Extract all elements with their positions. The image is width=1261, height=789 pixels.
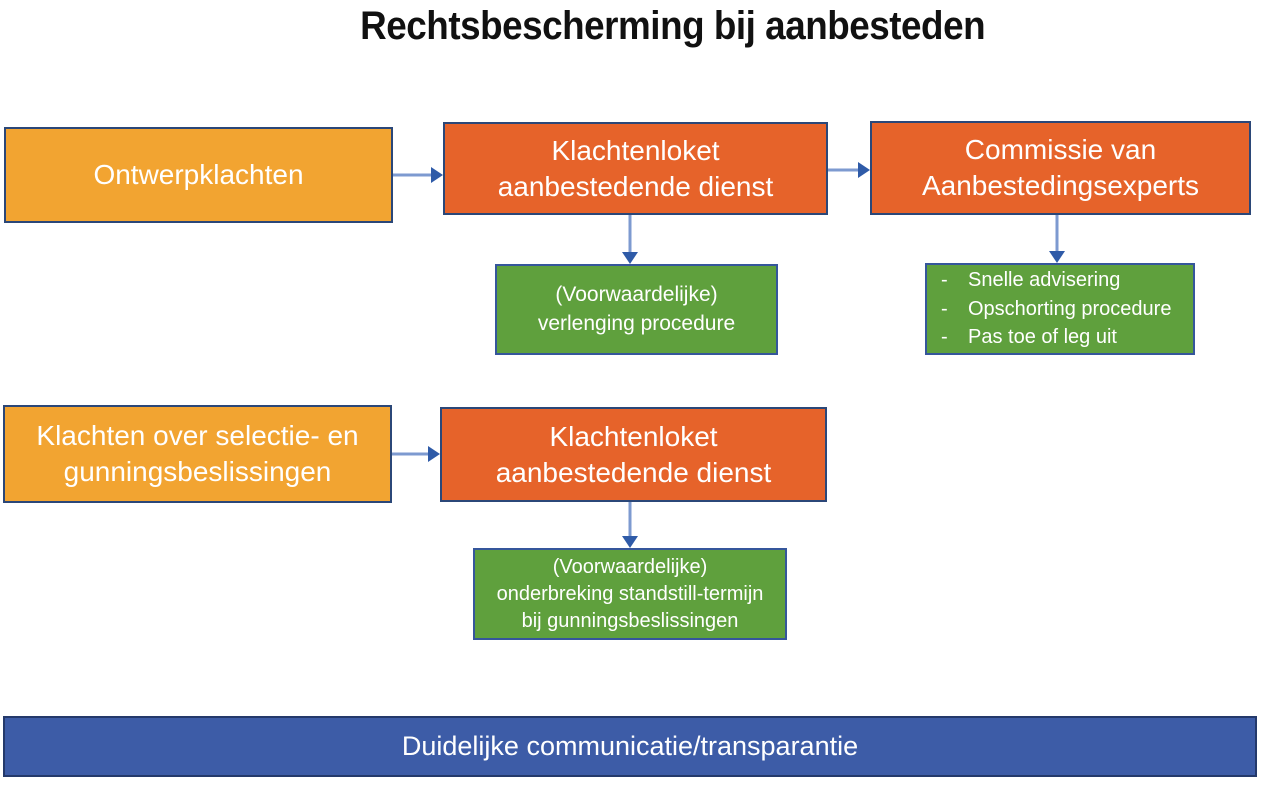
- arrow-ontwerpklachten-to-klachtenloket: [393, 167, 443, 183]
- box-onderbreking-standstill: (Voorwaardelijke) onderbreking standstil…: [473, 548, 787, 640]
- page-title: Rechtsbescherming bij aanbesteden: [84, 4, 1261, 49]
- arrow-line: [628, 502, 632, 538]
- box-label-line3: bij gunningsbeslissingen: [521, 609, 739, 632]
- arrow-klachtenloket2-to-onderbreking: [622, 502, 638, 548]
- box-klachtenloket-2: Klachtenloket aanbestedende dienst: [440, 407, 827, 502]
- list-item: - Snelle advisering: [941, 266, 1185, 294]
- arrow-klachtenloket-to-commissie: [828, 162, 870, 178]
- list-item-label: Snelle advisering: [968, 269, 1121, 292]
- list-item-label: Opschorting procedure: [968, 297, 1172, 320]
- arrow-line: [392, 452, 430, 456]
- box-commissie-van-aanbestedingsexperts: Commissie van Aanbestedingsexperts: [870, 121, 1251, 215]
- box-label-line1: (Voorwaardelijke): [555, 283, 718, 307]
- dash-bullet: -: [941, 326, 948, 349]
- box-label-line2: aanbestedende dienst: [497, 170, 774, 202]
- footer-label: Duidelijke communicatie/transparantie: [401, 731, 859, 761]
- box-label-line2: gunningsbeslissingen: [63, 456, 332, 487]
- arrow-head-icon: [428, 446, 440, 462]
- arrow-line: [828, 168, 860, 172]
- list-item: - Opschorting procedure: [941, 295, 1185, 323]
- arrow-line: [1055, 215, 1059, 253]
- arrow-line: [393, 173, 433, 177]
- box-label-line1: Commissie van: [964, 134, 1157, 166]
- arrow-head-icon: [431, 167, 443, 183]
- box-label-line2: aanbestedende dienst: [495, 456, 772, 488]
- list-item-label: Pas toe of leg uit: [968, 326, 1117, 349]
- box-verlenging-procedure: (Voorwaardelijke) verlenging procedure: [495, 264, 778, 355]
- dash-bullet: -: [941, 297, 948, 320]
- box-label-line2: Aanbestedingsexperts: [921, 170, 1200, 201]
- box-ontwerpklachten: Ontwerpklachten: [4, 127, 393, 223]
- box-label-line1: (Voorwaardelijke): [552, 555, 708, 578]
- box-klachten-over-selectie: Klachten over selectie- en gunningsbesli…: [3, 405, 392, 503]
- arrow-head-icon: [622, 252, 638, 264]
- list-item: - Pas toe of leg uit: [941, 323, 1185, 351]
- dash-bullet: -: [941, 269, 948, 292]
- box-label-line1: Klachtenloket: [551, 134, 720, 166]
- arrow-klachten-to-klachtenloket2: [392, 446, 440, 462]
- arrow-head-icon: [1049, 251, 1065, 263]
- box-label-line2: verlenging procedure: [537, 311, 736, 335]
- arrow-head-icon: [622, 536, 638, 548]
- arrow-head-icon: [858, 162, 870, 178]
- arrow-klachtenloket-to-verlenging: [622, 215, 638, 264]
- arrow-line: [628, 215, 632, 254]
- box-label-line2: onderbreking standstill-termijn: [496, 582, 764, 605]
- box-klachtenloket-1: Klachtenloket aanbestedende dienst: [443, 122, 828, 215]
- footer-bar: Duidelijke communicatie/transparantie: [3, 716, 1257, 777]
- box-label: Ontwerpklachten: [93, 159, 304, 191]
- box-commissie-effects: - Snelle advisering - Opschorting proced…: [925, 263, 1195, 355]
- arrow-commissie-to-effects: [1049, 215, 1065, 263]
- page-title-text: Rechtsbescherming bij aanbesteden: [360, 4, 985, 48]
- box-label-line1: Klachten over selectie- en: [36, 420, 359, 452]
- box-label-line1: Klachtenloket: [549, 420, 718, 452]
